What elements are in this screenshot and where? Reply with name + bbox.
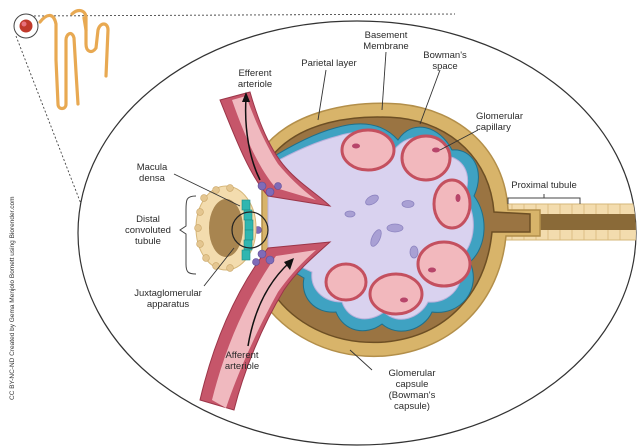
label-proximal-tubule: Proximal tubule [511,180,576,191]
afferent-lumen [212,250,316,408]
label-line: Proximal tubule [511,180,576,191]
efferent-lumen [232,96,316,200]
label-line: tubule [135,236,161,247]
label-line: arteriole [238,79,272,90]
distal-tubule-bracket [179,195,197,275]
inset-glomerulus-icon [13,13,39,39]
label-line: Glomerular [389,368,436,379]
label-parietal-layer: Parietal layer [301,58,356,69]
label-line: Glomerular [476,111,523,122]
macula-densa-cells [241,199,254,261]
label-line: Distal [136,214,160,225]
label-line: Efferent [238,68,271,79]
distal-tubule-nuclei [194,184,234,272]
proximal-tubule-bracket [507,194,581,204]
label-line: Membrane [363,41,408,52]
label-line: capsule [396,379,429,390]
label-line: Juxtaglomerular [134,288,202,299]
nephron-inset-icon [38,8,110,111]
label-line: apparatus [147,299,190,310]
label-line: (Bowman's [389,390,436,401]
label-line: Bowman's [423,50,467,61]
flow-arrows [244,97,291,347]
label-line: Macula [137,162,168,173]
distal-tubule-lumen [209,199,243,257]
zoom-connector-lines [15,13,456,223]
label-line: Afferent [225,350,258,361]
credit-text: CC BY-NC-ND Created by Gema Menjolo Bome… [9,196,16,400]
capillary-nuclei [352,143,461,303]
juxtaglomerular-highlight [231,211,269,249]
mesangial-cells [344,194,419,259]
label-line: capillary [476,122,511,133]
label-line: arteriole [225,361,259,372]
label-line: convoluted [125,225,171,236]
arrowheads [242,92,294,270]
label-line: capsule) [394,401,430,412]
label-line: densa [139,173,166,184]
label-line: Basement [365,30,408,41]
glomerular-capillaries [324,128,472,316]
leader-lines [173,51,479,371]
label-line: space [432,61,457,72]
label-line: Parietal layer [301,58,356,69]
